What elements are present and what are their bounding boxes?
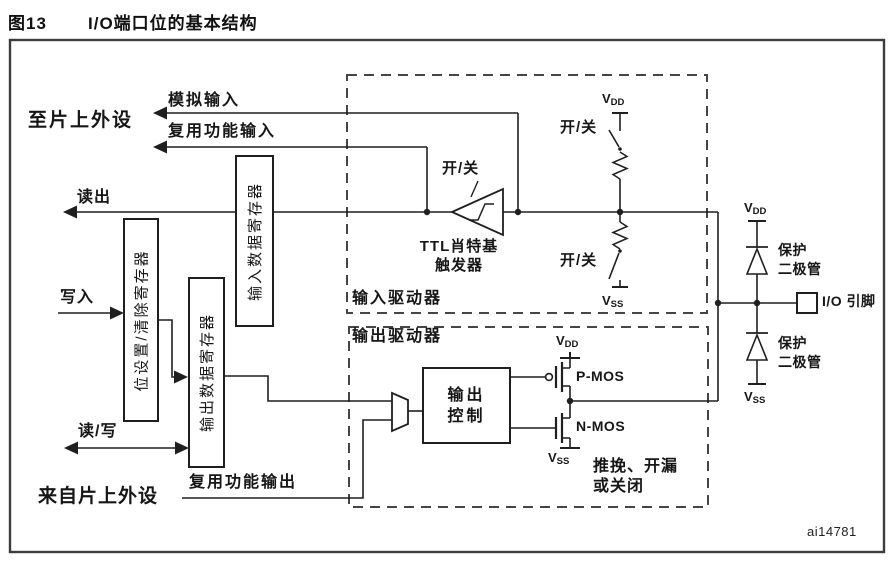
alternate-input-arrow [153, 140, 167, 154]
read-label: 读出 [77, 189, 112, 206]
diode-vss-label: VSS [744, 389, 766, 406]
mux-icon [391, 391, 409, 433]
arrowheads [63, 106, 189, 455]
bsrr-odr-arrow [174, 370, 188, 384]
alternate-input-label: 复用功能输入 [168, 123, 277, 140]
nmos-transistor-icon [554, 401, 580, 449]
pmos-transistor-icon [544, 352, 580, 401]
schmitt-on-off-label: 开/关 [442, 160, 480, 177]
input-driver-label: 输入驱动器 [352, 290, 443, 307]
input-data-register-label: 输入数据寄存器 [247, 181, 265, 301]
schmitt-trigger-label-line1: TTL肖特基 [419, 238, 499, 255]
read-write-right-arrow [175, 441, 189, 455]
to-peripheral-label: 至片上外设 [28, 110, 134, 131]
protection-diode-top-label: 保护 二极管 [778, 242, 822, 277]
schmitt-trigger-label: TTL肖特基 触发器 [407, 237, 511, 275]
pmos-vdd-label: VDD [556, 333, 579, 350]
read-arrow [63, 205, 77, 219]
pull-down-vss-label: VSS [602, 293, 624, 310]
output-data-register-label: 输出数据寄存器 [199, 312, 217, 433]
output-control-box: 输出 控制 [422, 367, 511, 444]
write-arrow [110, 306, 124, 320]
schmitt-trigger-label-line2: 触发器 [434, 257, 483, 274]
analog-input-label: 模拟输入 [168, 92, 241, 109]
figure-title: I/O端口位的基本结构 [88, 14, 258, 33]
pull-up-vdd-label: VDD [602, 91, 625, 108]
nmos-label: N-MOS [576, 418, 626, 434]
pull-down-icon [608, 212, 629, 288]
output-control-line1: 输出 [447, 386, 486, 404]
diode-vdd-label: VDD [744, 200, 767, 217]
io-pin-label: I/O 引脚 [822, 293, 876, 309]
from-peripheral-label: 来自片上外设 [38, 486, 159, 507]
read-write-label: 读/写 [78, 423, 118, 440]
bit-set-reset-register-label: 位设置/清除寄存器 [133, 248, 151, 392]
figure-id: ai14781 [807, 524, 857, 539]
bit-set-reset-register-box: 位设置/清除寄存器 [123, 218, 159, 422]
output-driver-dashed-box [348, 326, 709, 508]
protection-diodes-icon [745, 220, 769, 385]
output-driver-label: 输出驱动器 [352, 328, 443, 345]
input-data-register-box: 输入数据寄存器 [235, 155, 274, 327]
junction-dots [423, 208, 761, 405]
io-pin-pad-icon [796, 292, 818, 314]
protection-diode-bottom-label: 保护 二极管 [778, 335, 822, 370]
pull-up-icon [608, 112, 629, 212]
pull-up-on-off-label: 开/关 [560, 119, 598, 136]
alternate-output-label: 复用功能输出 [189, 474, 298, 491]
analog-input-arrow [153, 106, 167, 120]
schmitt-trigger-icon [449, 180, 504, 237]
figure-frame [8, 38, 886, 554]
output-control-line2: 控制 [447, 407, 486, 425]
output-mode-line1: 推挽、开漏 [593, 458, 679, 475]
pull-down-on-off-label: 开/关 [560, 252, 598, 269]
signal-wires [58, 112, 797, 499]
pmos-label: P-MOS [576, 368, 625, 384]
input-driver-dashed-box [346, 74, 708, 314]
output-mode-line2: 或关闭 [593, 478, 645, 495]
figure-number: 图13 [8, 14, 47, 33]
output-mode-label: 推挽、开漏 或关闭 [593, 457, 678, 497]
output-data-register-box: 输出数据寄存器 [188, 277, 225, 468]
read-write-left-arrow [64, 441, 78, 455]
write-label: 写入 [60, 289, 95, 306]
nmos-vss-label: VSS [548, 450, 570, 467]
